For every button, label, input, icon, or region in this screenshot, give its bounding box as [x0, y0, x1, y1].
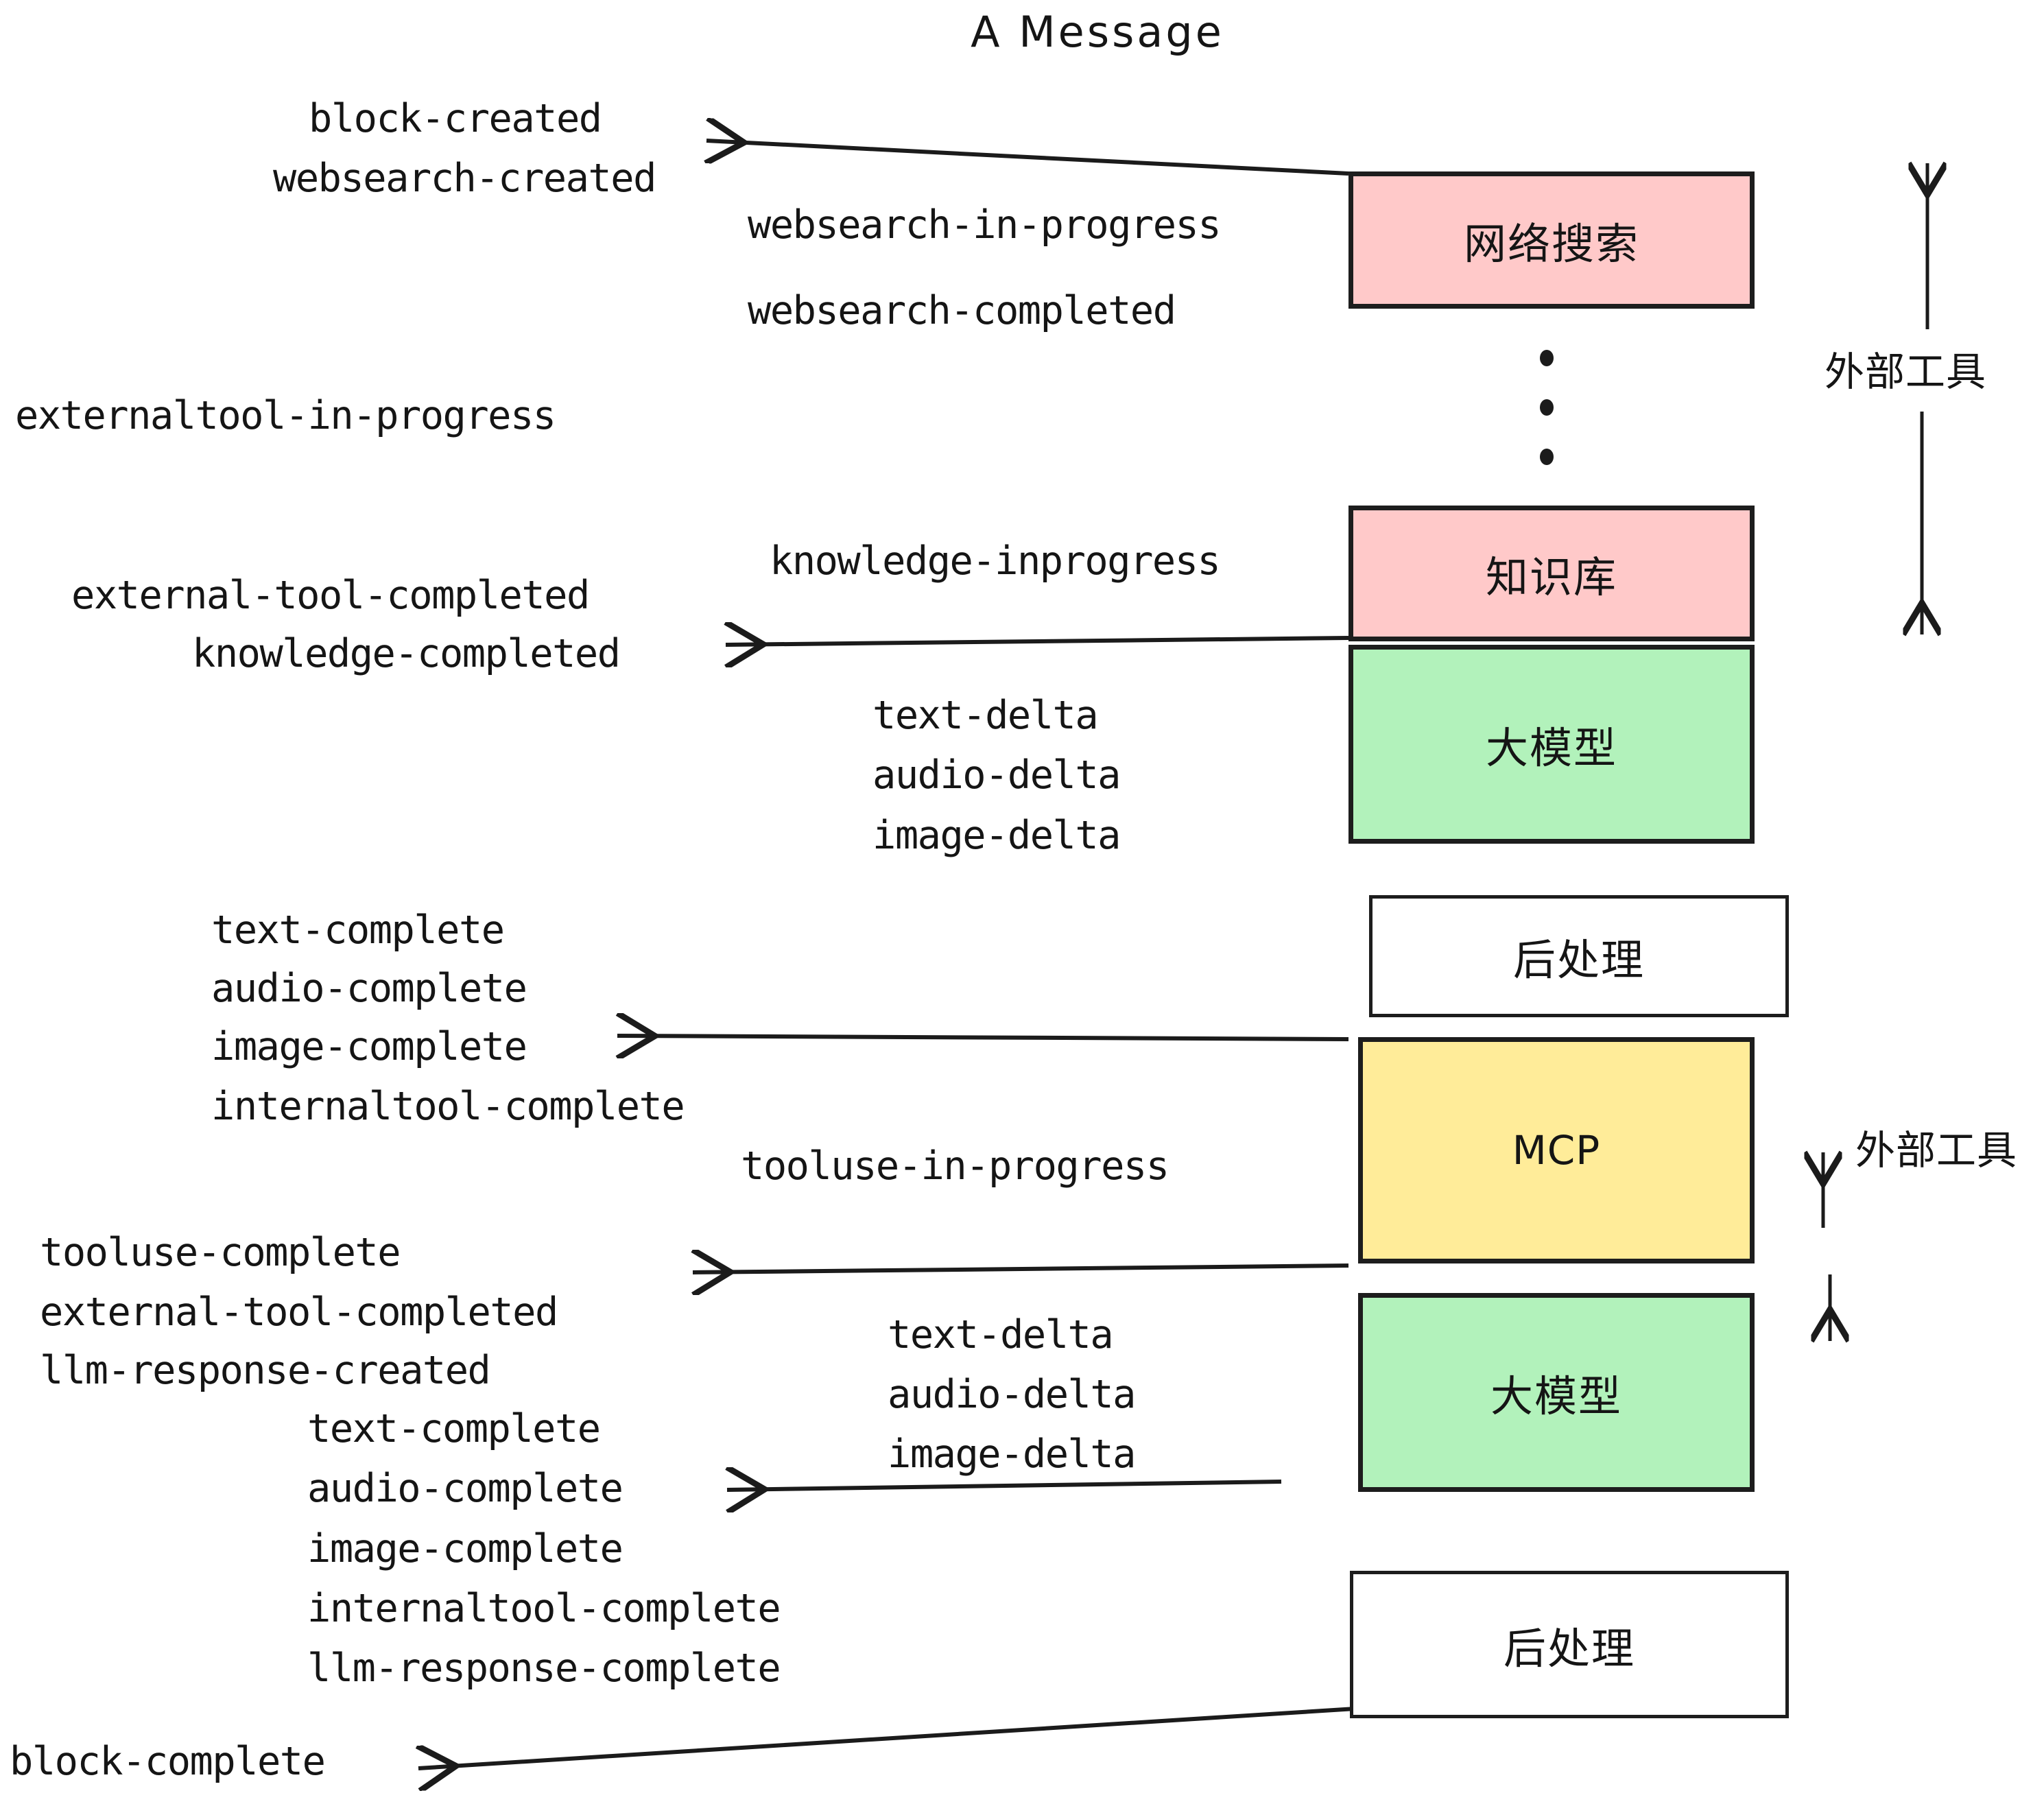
box-postprocess-1[interactable]: 后处理 [1369, 895, 1789, 1017]
box-mcp[interactable]: MCP [1358, 1037, 1755, 1263]
event-block-created: block-created [309, 96, 602, 141]
event-audio-complete-2: audio-complete [307, 1466, 623, 1511]
arrow-mcp-to-tooluse-complete [693, 1266, 1349, 1272]
arrow-knowledge-to-knowledge-completed [726, 638, 1349, 645]
ellipsis-dot [1540, 449, 1554, 465]
box-llm-2[interactable]: 大模型 [1358, 1293, 1755, 1492]
event-internaltool-complete-2: internaltool-complete [307, 1586, 781, 1631]
side-label-external-tool-top: 外部工具 [1825, 348, 1987, 395]
event-knowledge-completed: knowledge-completed [192, 631, 621, 676]
box-websearch-label: 网络搜索 [1463, 219, 1639, 269]
box-llm-2-label: 大模型 [1490, 1371, 1622, 1421]
event-audio-delta-1: audio-delta [872, 752, 1121, 798]
vertical-ellipsis [1540, 350, 1554, 498]
event-tooluse-in-progress: tooluse-in-progress [741, 1143, 1169, 1189]
event-image-delta-2: image-delta [888, 1432, 1137, 1477]
event-image-complete-2: image-complete [307, 1526, 623, 1571]
arrow-postprocess2-to-block-complete [418, 1706, 1367, 1768]
event-image-delta-1: image-delta [872, 813, 1121, 858]
box-llm-1-label: 大模型 [1485, 723, 1617, 773]
event-audio-complete-1: audio-complete [211, 966, 527, 1011]
box-knowledge[interactable]: 知识库 [1348, 506, 1755, 641]
ellipsis-dot [1540, 350, 1554, 366]
event-audio-delta-2: audio-delta [888, 1372, 1137, 1417]
box-llm-1[interactable]: 大模型 [1348, 645, 1755, 844]
arrow-llm1-to-image-complete [617, 1036, 1349, 1039]
side-label-external-tool-bottom: 外部工具 [1855, 1127, 2018, 1174]
event-externaltool-in-progress: externaltool-in-progress [15, 393, 556, 438]
event-llm-response-created: llm-response-created [40, 1348, 491, 1393]
event-websearch-completed: websearch-completed [748, 288, 1176, 333]
event-knowledge-inprogress: knowledge-inprogress [770, 538, 1221, 584]
event-text-delta-1: text-delta [872, 693, 1099, 738]
event-internaltool-complete-1: internaltool-complete [211, 1084, 685, 1129]
event-websearch-in-progress: websearch-in-progress [748, 202, 1222, 248]
event-tooluse-complete: tooluse-complete [40, 1230, 401, 1275]
event-external-tool-completed-2: external-tool-completed [40, 1290, 558, 1335]
event-external-tool-completed-1: external-tool-completed [71, 573, 590, 618]
event-text-complete-2: text-complete [307, 1406, 601, 1451]
box-postprocess-2[interactable]: 后处理 [1350, 1571, 1789, 1718]
arrow-llm2-to-audio-complete [727, 1482, 1282, 1490]
arrow-websearch-to-block-created [706, 141, 1349, 176]
page-title: A Message [971, 7, 1224, 57]
event-image-complete-1: image-complete [211, 1024, 527, 1069]
box-websearch[interactable]: 网络搜索 [1348, 171, 1755, 309]
box-postprocess-1-label: 后处理 [1512, 935, 1645, 985]
event-websearch-created: websearch-created [273, 156, 656, 201]
box-postprocess-2-label: 后处理 [1503, 1623, 1635, 1674]
box-mcp-label: MCP [1512, 1127, 1601, 1174]
event-text-complete-1: text-complete [211, 907, 505, 953]
event-text-delta-2: text-delta [888, 1312, 1114, 1357]
event-block-complete: block-complete [10, 1739, 326, 1784]
box-knowledge-label: 知识库 [1485, 552, 1617, 602]
ellipsis-dot [1540, 399, 1554, 416]
event-llm-response-complete: llm-response-complete [307, 1646, 781, 1691]
